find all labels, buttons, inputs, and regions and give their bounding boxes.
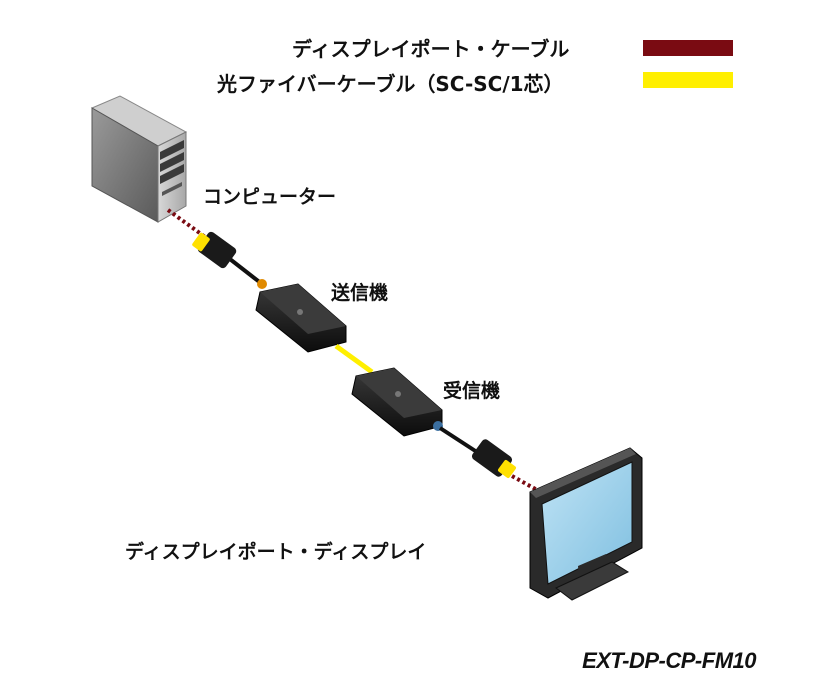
computer-label: コンピューター	[203, 186, 337, 208]
legend-swatch-displayport-cable	[643, 40, 733, 56]
receiver-label: 受信機	[443, 380, 501, 402]
transmitter-label: 送信機	[331, 282, 389, 304]
fiber-cable-segment	[334, 343, 374, 375]
transmitter-device-icon	[255, 283, 347, 353]
displayport-adapter-icon	[192, 231, 267, 289]
receiver-device-icon	[351, 367, 443, 437]
display-label: ディスプレイポート・ディスプレイ	[125, 541, 427, 563]
computer-tower-icon	[90, 95, 188, 223]
model-number: EXT-DP-CP-FM10	[582, 648, 756, 673]
displayport-adapter-icon	[471, 439, 516, 478]
legend-label-fiber-cable: 光ファイバーケーブル（SC-SC/1芯）	[217, 72, 564, 96]
displayport-cable-segment	[511, 474, 549, 498]
legend-label-displayport-cable: ディスプレイポート・ケーブル	[292, 37, 570, 61]
monitor-icon	[529, 447, 643, 601]
legend-swatch-fiber-cable	[643, 72, 733, 88]
